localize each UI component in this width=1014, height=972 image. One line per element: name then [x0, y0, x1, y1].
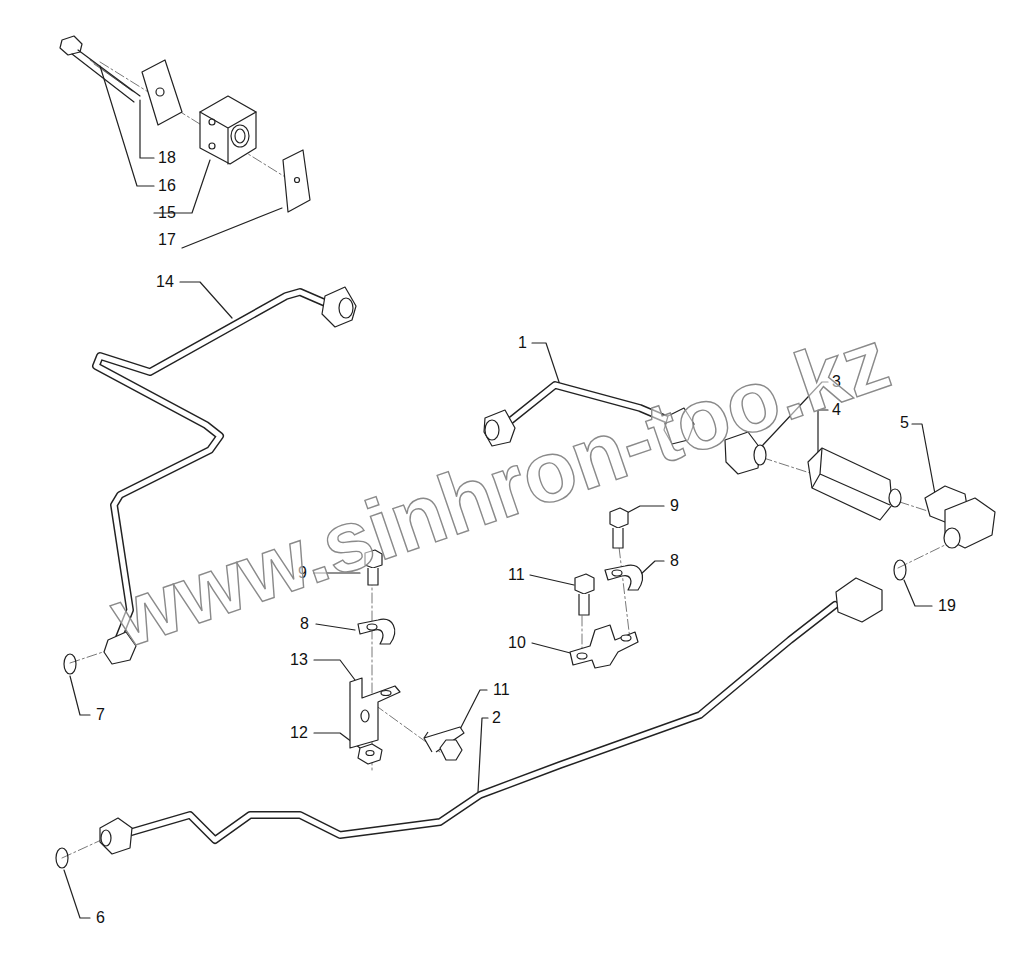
callout-number: 14 — [156, 273, 174, 291]
callout-number: 10 — [508, 634, 526, 652]
callout-number: 9 — [670, 497, 679, 515]
callout-number: 8 — [670, 552, 679, 570]
watermark: www.sinhron-too.kz — [101, 315, 898, 661]
callout-number: 19 — [938, 597, 956, 615]
callout-number: 1 — [518, 334, 527, 352]
callout-number: 11 — [508, 566, 525, 584]
callout-number: 5 — [900, 414, 909, 432]
callout-number: 8 — [300, 615, 309, 633]
callout-number: 17 — [158, 231, 176, 249]
callout-number: 15 — [158, 204, 176, 222]
callout-number: 12 — [290, 724, 308, 742]
callout-number: 16 — [158, 177, 176, 195]
callout-number: 13 — [290, 651, 308, 669]
callout-number: 6 — [96, 909, 105, 927]
callout-number: 18 — [158, 149, 176, 167]
callout-number: 7 — [96, 706, 105, 724]
callout-number: 2 — [492, 709, 501, 727]
callout-number: 11 — [493, 681, 510, 699]
